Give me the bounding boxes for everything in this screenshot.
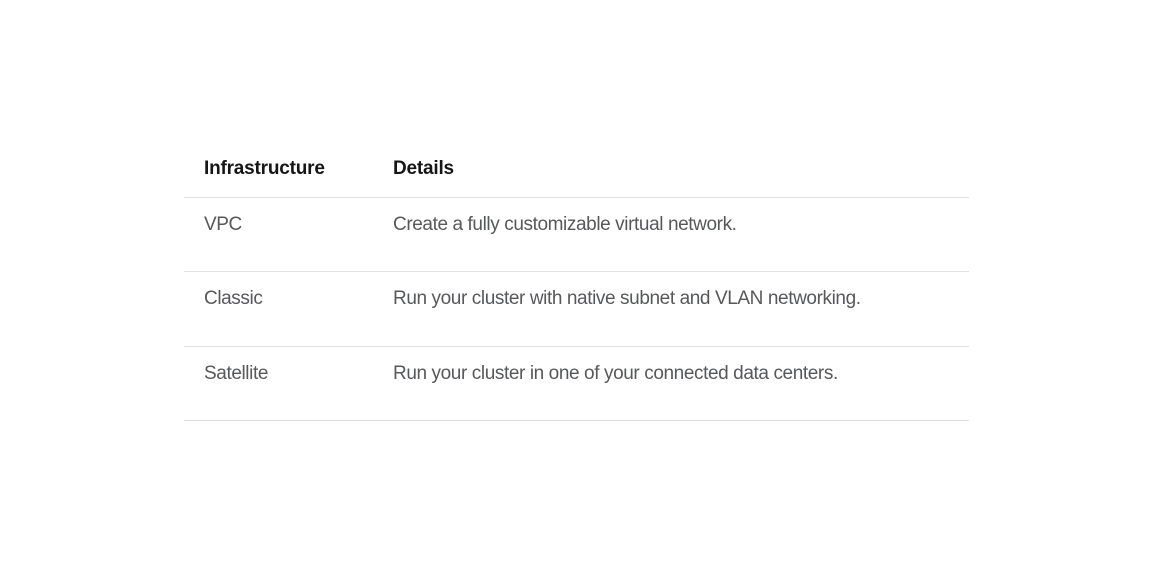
infrastructure-cell: Classic — [184, 271, 373, 347]
column-header-infrastructure: Infrastructure — [184, 141, 373, 198]
details-cell: Run your cluster in one of your connecte… — [373, 346, 969, 421]
table-header-row: Infrastructure Details — [184, 141, 969, 198]
table-row-classic: Classic Run your cluster with native sub… — [184, 271, 969, 347]
infrastructure-cell: Satellite — [184, 346, 373, 421]
table-row-vpc: VPC Create a fully customizable virtual … — [184, 197, 969, 272]
details-cell: Create a fully customizable virtual netw… — [373, 197, 969, 272]
column-header-details: Details — [373, 141, 969, 198]
infrastructure-cell: VPC — [184, 197, 373, 272]
infrastructure-table-container: Infrastructure Details VPC Create a full… — [184, 141, 969, 421]
infrastructure-table: Infrastructure Details VPC Create a full… — [184, 141, 969, 421]
details-cell: Run your cluster with native subnet and … — [373, 271, 969, 347]
table-row-satellite: Satellite Run your cluster in one of you… — [184, 346, 969, 421]
